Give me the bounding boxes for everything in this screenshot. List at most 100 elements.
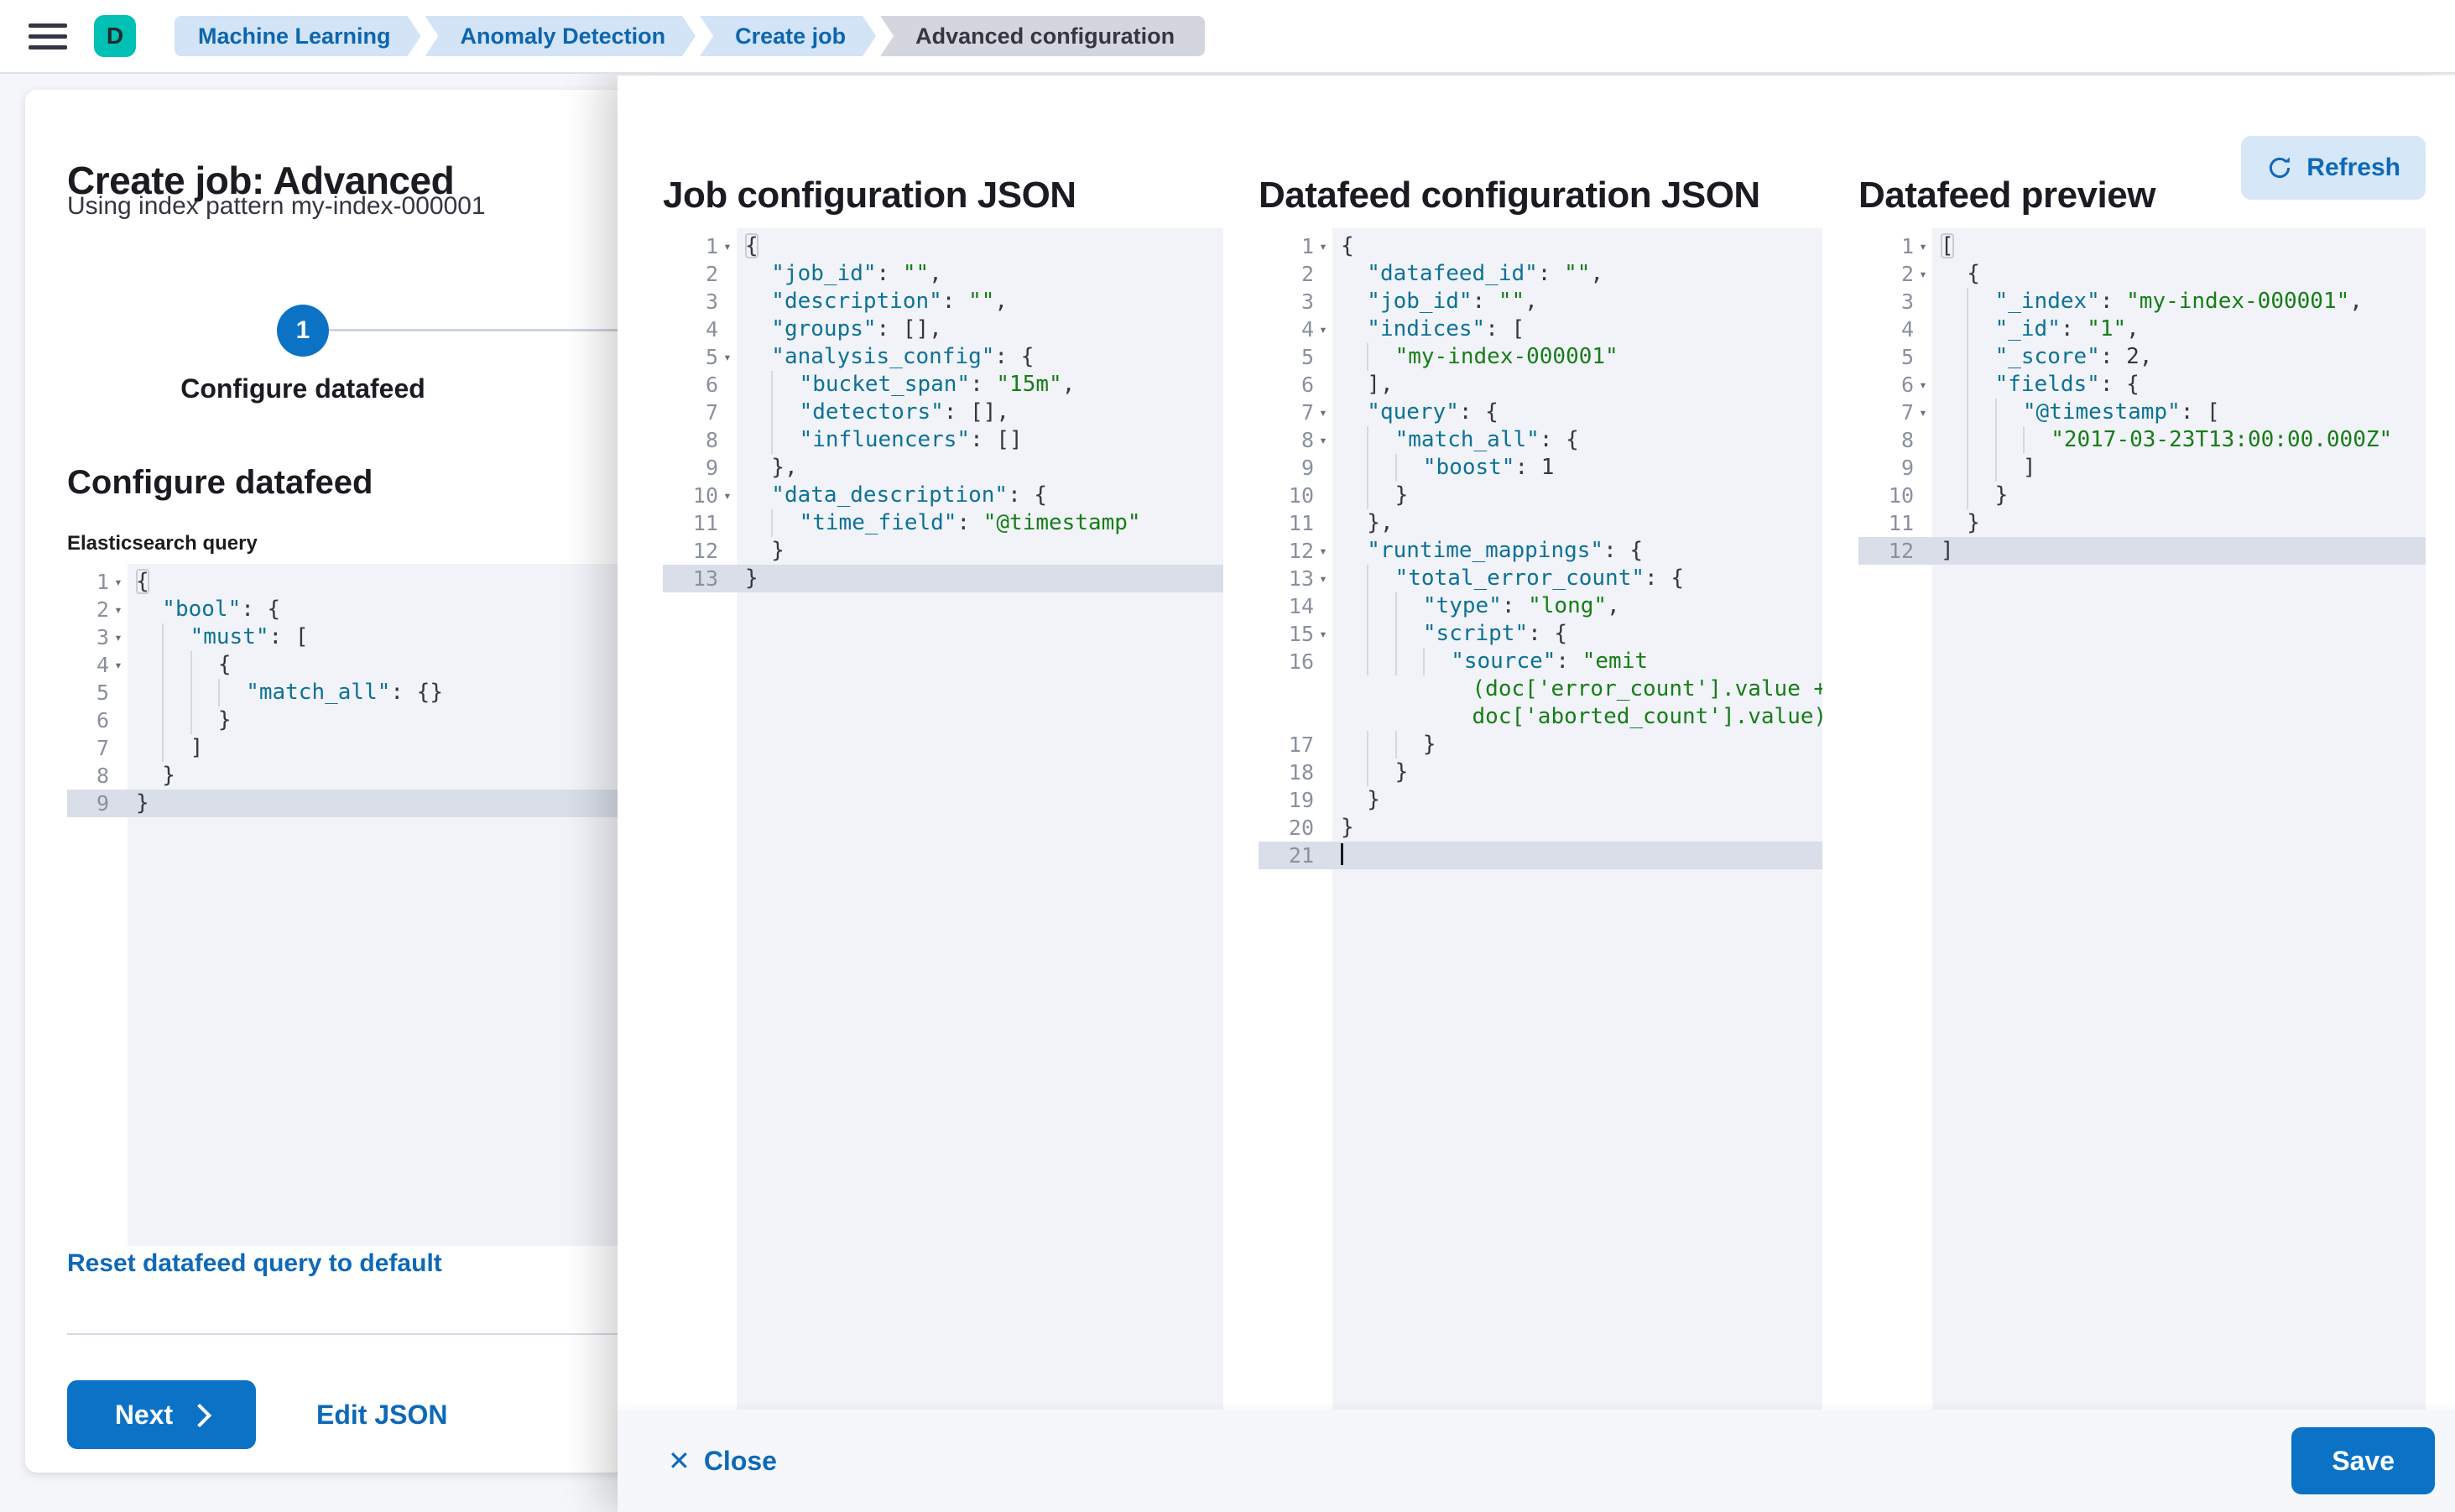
fold-toggle-icon[interactable]: ▾ xyxy=(1319,626,1327,642)
code-line: 7▾"@timestamp": [ xyxy=(1900,399,2220,426)
refresh-icon xyxy=(2270,157,2291,179)
code-line: 1▾{ xyxy=(1300,233,1354,258)
breadcrumb-create-job[interactable]: Create job xyxy=(700,16,876,56)
fold-toggle-icon[interactable]: ▾ xyxy=(723,349,732,365)
code-line: 10} xyxy=(1888,482,2009,509)
fold-toggle-icon[interactable]: ▾ xyxy=(1319,238,1327,254)
code-line: 9] xyxy=(1900,454,2036,482)
step-1-indicator[interactable]: 1 xyxy=(277,305,329,357)
code-line: 2"job_id": "", xyxy=(705,261,942,286)
chevron-right-icon xyxy=(188,1403,212,1427)
code-line: 2"datafeed_id": "", xyxy=(1300,261,1604,286)
step-progress-line xyxy=(303,329,626,331)
code-line: 4▾"indices": [ xyxy=(1300,316,1525,342)
code-line: 3▾"must": [ xyxy=(96,623,309,651)
code-line: 5▾"analysis_config": { xyxy=(705,344,1035,369)
code-line: 12▾"runtime_mappings": { xyxy=(1288,538,1644,563)
fold-toggle-icon[interactable]: ▾ xyxy=(723,487,732,503)
code-line: 13▾"total_error_count": { xyxy=(1288,565,1684,592)
code-line: 5"my-index-000001" xyxy=(1300,343,1618,371)
fold-toggle-icon[interactable]: ▾ xyxy=(1319,432,1327,448)
job-config-json-editor[interactable]: 1▾{ 2"job_id": "", 3"description": "",4"gr… xyxy=(663,228,1223,1410)
fold-toggle-icon[interactable]: ▾ xyxy=(114,657,122,673)
code-line: 4"groups": [], xyxy=(705,316,942,342)
breadcrumb: Machine Learning Anomaly Detection Creat… xyxy=(175,16,1209,56)
code-line: 6▾"fields": { xyxy=(1900,371,2140,399)
code-line: 3"job_id": "", xyxy=(1300,289,1538,314)
close-x-icon: ✕ xyxy=(668,1446,691,1476)
elasticsearch-query-label: Elasticsearch query xyxy=(67,532,258,555)
code-line: 14"type": "long", xyxy=(1288,592,1620,620)
datafeed-config-column: Datafeed configuration JSON 1▾{ 2"datafee… xyxy=(1259,76,1822,1410)
code-line: 13} xyxy=(663,565,1223,592)
page-title: Create job: Advanced xyxy=(67,158,455,202)
datafeed-preview-column: Datafeed preview Refresh 1▾[2▾{3"_index"… xyxy=(1858,76,2426,1410)
code-line: 8"2017-03-23T13:00:00.000Z" xyxy=(1900,426,2393,454)
create-job-wizard-panel: Create job: Advanced Using index pattern… xyxy=(25,90,626,1473)
fold-toggle-icon[interactable]: ▾ xyxy=(1319,543,1327,559)
section-heading: Configure datafeed xyxy=(67,464,373,502)
code-line: 1▾{ xyxy=(96,569,149,594)
code-line: 6"bucket_span": "15m", xyxy=(705,371,1076,399)
breadcrumb-anomaly-detection[interactable]: Anomaly Detection xyxy=(425,16,696,56)
breadcrumb-machine-learning[interactable]: Machine Learning xyxy=(175,16,421,56)
space-avatar[interactable]: D xyxy=(94,15,136,57)
menu-hamburger-icon[interactable] xyxy=(29,23,67,50)
fold-toggle-icon[interactable]: ▾ xyxy=(1919,238,1927,254)
wizard-actions-row: Next Edit JSON xyxy=(67,1380,452,1449)
edit-json-button[interactable]: Edit JSON xyxy=(311,1399,452,1431)
elasticsearch-query-editor[interactable]: 1▾{2▾"bool": {3▾"must": [4▾{5"match_all"… xyxy=(67,564,626,1246)
code-line: 21 xyxy=(1259,842,1822,869)
code-line: 15▾"script": { xyxy=(1288,620,1568,648)
code-line: 2▾{ xyxy=(1900,261,1980,286)
code-line: 20} xyxy=(1288,815,1354,840)
code-line: 7▾"query": { xyxy=(1300,399,1499,425)
code-line: 8▾"match_all": { xyxy=(1300,426,1579,454)
fold-toggle-icon[interactable]: ▾ xyxy=(1919,266,1927,282)
code-line: 5"match_all": {} xyxy=(96,679,443,706)
code-line: 3"description": "", xyxy=(705,289,1009,314)
fold-toggle-icon[interactable]: ▾ xyxy=(114,574,122,590)
fold-toggle-icon[interactable]: ▾ xyxy=(114,602,122,618)
divider xyxy=(67,1333,626,1335)
datafeed-config-json-editor[interactable]: 1▾{ 2"datafeed_id": "", 3"job_id": "",4▾"i… xyxy=(1259,228,1822,1410)
text-cursor xyxy=(1341,842,1343,865)
save-button[interactable]: Save xyxy=(2291,1427,2435,1494)
code-line: 9} xyxy=(67,790,626,817)
page-subtitle: Using index pattern my-index-000001 xyxy=(67,192,486,220)
code-line: 18} xyxy=(1288,759,1409,786)
close-button[interactable]: ✕ Close xyxy=(663,1444,782,1478)
fold-toggle-icon[interactable]: ▾ xyxy=(114,629,122,645)
fold-toggle-icon[interactable]: ▾ xyxy=(1919,404,1927,420)
fold-toggle-icon[interactable]: ▾ xyxy=(1319,571,1327,587)
fold-toggle-icon[interactable]: ▾ xyxy=(1319,321,1327,337)
code-line: 8} xyxy=(96,763,175,788)
refresh-button[interactable]: Refresh xyxy=(2241,136,2426,200)
job-config-column: Job configuration JSON 1▾{2"job_id": "",… xyxy=(663,76,1223,1410)
code-line: 10▾"data_description": { xyxy=(692,482,1048,508)
datafeed-config-title: Datafeed configuration JSON xyxy=(1259,174,1760,216)
code-line: 6], xyxy=(1300,372,1394,397)
datafeed-preview-editor[interactable]: 1▾[2▾{3"_index": "my-index-000001",4"_id… xyxy=(1858,228,2426,1410)
code-line: 1▾[ xyxy=(1900,233,1954,258)
code-line: 11"time_field": "@timestamp" xyxy=(692,509,1141,537)
datafeed-preview-title: Datafeed preview xyxy=(1858,174,2155,216)
code-line: 12} xyxy=(692,538,784,563)
advanced-job-json-flyout: Job configuration JSON 1▾{2"job_id": "",… xyxy=(618,76,2455,1512)
reset-datafeed-query-link[interactable]: Reset datafeed query to default xyxy=(67,1249,442,1277)
next-button[interactable]: Next xyxy=(67,1380,256,1449)
fold-toggle-icon[interactable]: ▾ xyxy=(1919,377,1927,393)
code-line: 17} xyxy=(1288,731,1436,759)
fold-toggle-icon[interactable]: ▾ xyxy=(723,238,732,254)
code-line: 1▾{ xyxy=(705,233,758,258)
close-button-label: Close xyxy=(703,1445,777,1476)
code-line: 6} xyxy=(96,706,232,734)
code-line: 7] xyxy=(96,734,204,762)
top-navigation-bar: D Machine Learning Anomaly Detection Cre… xyxy=(0,0,2455,74)
code-line: 10} xyxy=(1288,482,1409,509)
fold-toggle-icon[interactable]: ▾ xyxy=(1319,404,1327,420)
code-line: (doc['error_count'].value + xyxy=(1472,676,1822,701)
code-line: 2▾"bool": { xyxy=(96,597,281,622)
next-button-label: Next xyxy=(114,1399,174,1430)
refresh-button-label: Refresh xyxy=(2306,154,2400,181)
